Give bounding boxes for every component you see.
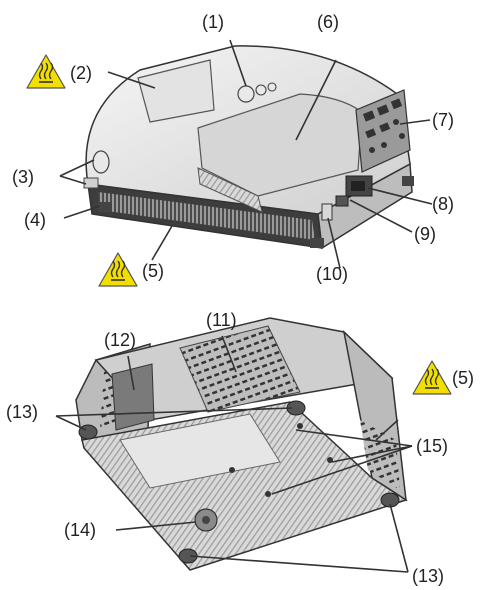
label-3: (3) — [12, 167, 34, 187]
label-10: (10) — [316, 264, 348, 284]
hot-surface-warning-icon — [26, 54, 66, 89]
leader-lines-bottom — [55, 335, 413, 573]
label-6: (6) — [317, 12, 339, 32]
label-8: (8) — [432, 194, 454, 214]
label-12: (12) — [104, 330, 136, 350]
label-4: (4) — [24, 210, 46, 230]
label-11: (11) — [206, 310, 237, 330]
label-14: (14) — [64, 520, 96, 540]
label-13-bottom: (13) — [412, 566, 444, 586]
label-5-bottom: (5) — [452, 368, 474, 388]
label-9: (9) — [414, 224, 436, 244]
projector-bottom-view — [75, 317, 408, 571]
label-13-left: (13) — [6, 402, 38, 422]
label-7: (7) — [432, 110, 454, 130]
projector-top-view — [83, 45, 414, 250]
hot-surface-warning-icon — [412, 360, 452, 395]
label-2: (2) — [70, 63, 92, 83]
label-15: (15) — [416, 436, 448, 456]
leader-lines-top — [59, 39, 433, 269]
label-1: (1) — [202, 12, 224, 32]
label-5-top: (5) — [142, 261, 164, 281]
hot-surface-warning-icon — [98, 252, 138, 287]
